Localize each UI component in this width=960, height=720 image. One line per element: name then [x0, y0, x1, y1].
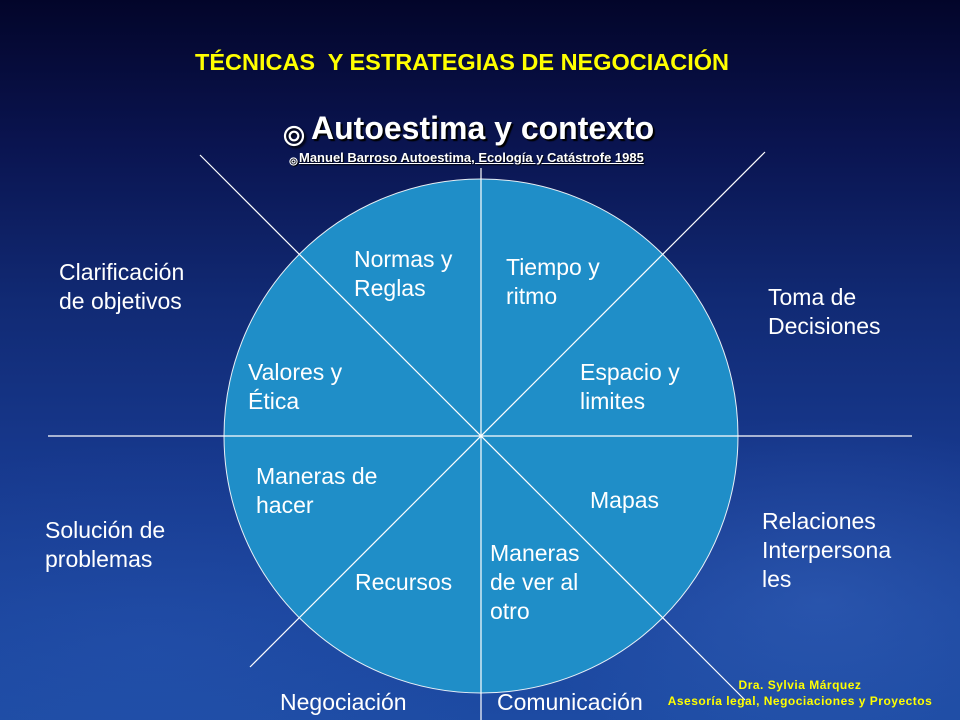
label-line: Interpersona [762, 537, 892, 563]
outer-label-solucion-problemas: Solución de problemas [45, 516, 165, 574]
label-line: Tiempo y [506, 254, 600, 280]
label-line: Mapas [590, 487, 660, 513]
segment-label-espacio-limites: Espacio y limites [580, 358, 680, 416]
citation-text: Manuel Barroso Autoestima, Ecología y Ca… [299, 150, 644, 165]
label-line: Comunicación [497, 689, 643, 715]
outer-label-relaciones-interpersonales: Relaciones Interpersona les [762, 507, 891, 594]
subtitle-text: Autoestima y contexto [311, 110, 655, 146]
label-line: Negociación [280, 689, 407, 715]
label-line: Clarificación [59, 259, 185, 285]
label-line: problemas [45, 546, 153, 572]
label-line: hacer [256, 492, 314, 518]
label-line: otro [490, 598, 530, 624]
label-line: Relaciones [762, 508, 876, 534]
segment-label-mapas: Mapas [590, 486, 659, 515]
label-line: Reglas [354, 275, 426, 301]
subtitle: Autoestima y contexto [283, 109, 654, 147]
outer-label-comunicacion: Comunicación [497, 688, 643, 717]
label-line: Espacio y [580, 359, 680, 385]
bullseye-icon [289, 154, 298, 166]
label-line: de ver al [490, 569, 579, 595]
label-line: Normas y [354, 246, 453, 272]
label-line: les [762, 566, 792, 592]
segment-label-valores-etica: Valores y Ética [248, 358, 342, 416]
label-line: Toma de [768, 284, 857, 310]
label-line: Decisiones [768, 313, 881, 339]
label-line: Valores y [248, 359, 343, 385]
footer-credit: Dra. Sylvia Márquez Asesoría legal, Nego… [660, 677, 940, 709]
outer-label-clarificacion: Clarificación de objetivos [59, 258, 184, 316]
citation: Manuel Barroso Autoestima, Ecología y Ca… [289, 150, 644, 166]
outer-label-negociacion: Negociación [280, 688, 407, 717]
segment-label-normas-reglas: Normas y Reglas [354, 245, 452, 303]
slide-title: TÉCNICAS Y ESTRATEGIAS DE NEGOCIACIÓN [194, 49, 730, 75]
diagonal-divider-line-top-left [199, 154, 746, 701]
bullseye-icon [283, 117, 305, 147]
diagonal-divider-line-top-right [249, 151, 766, 668]
footer-author: Dra. Sylvia Márquez [738, 678, 862, 692]
label-line: Maneras de [256, 463, 378, 489]
segment-label-tiempo-ritmo: Tiempo y ritmo [506, 253, 600, 311]
segment-label-maneras-de-ver: Maneras de ver al otro [490, 539, 579, 626]
label-line: ritmo [506, 283, 558, 309]
label-line: Ética [248, 388, 300, 414]
outer-label-toma-decisiones: Toma de Decisiones [768, 283, 881, 341]
label-line: Solución de [45, 517, 166, 543]
segment-label-recursos: Recursos [355, 568, 452, 597]
label-line: de objetivos [59, 288, 182, 314]
segment-label-maneras-de-hacer: Maneras de hacer [256, 462, 377, 520]
label-line: Maneras [490, 540, 580, 566]
label-line: Recursos [355, 569, 453, 595]
footer-role: Asesoría legal, Negociaciones y Proyecto… [667, 694, 933, 708]
label-line: limites [580, 388, 646, 414]
